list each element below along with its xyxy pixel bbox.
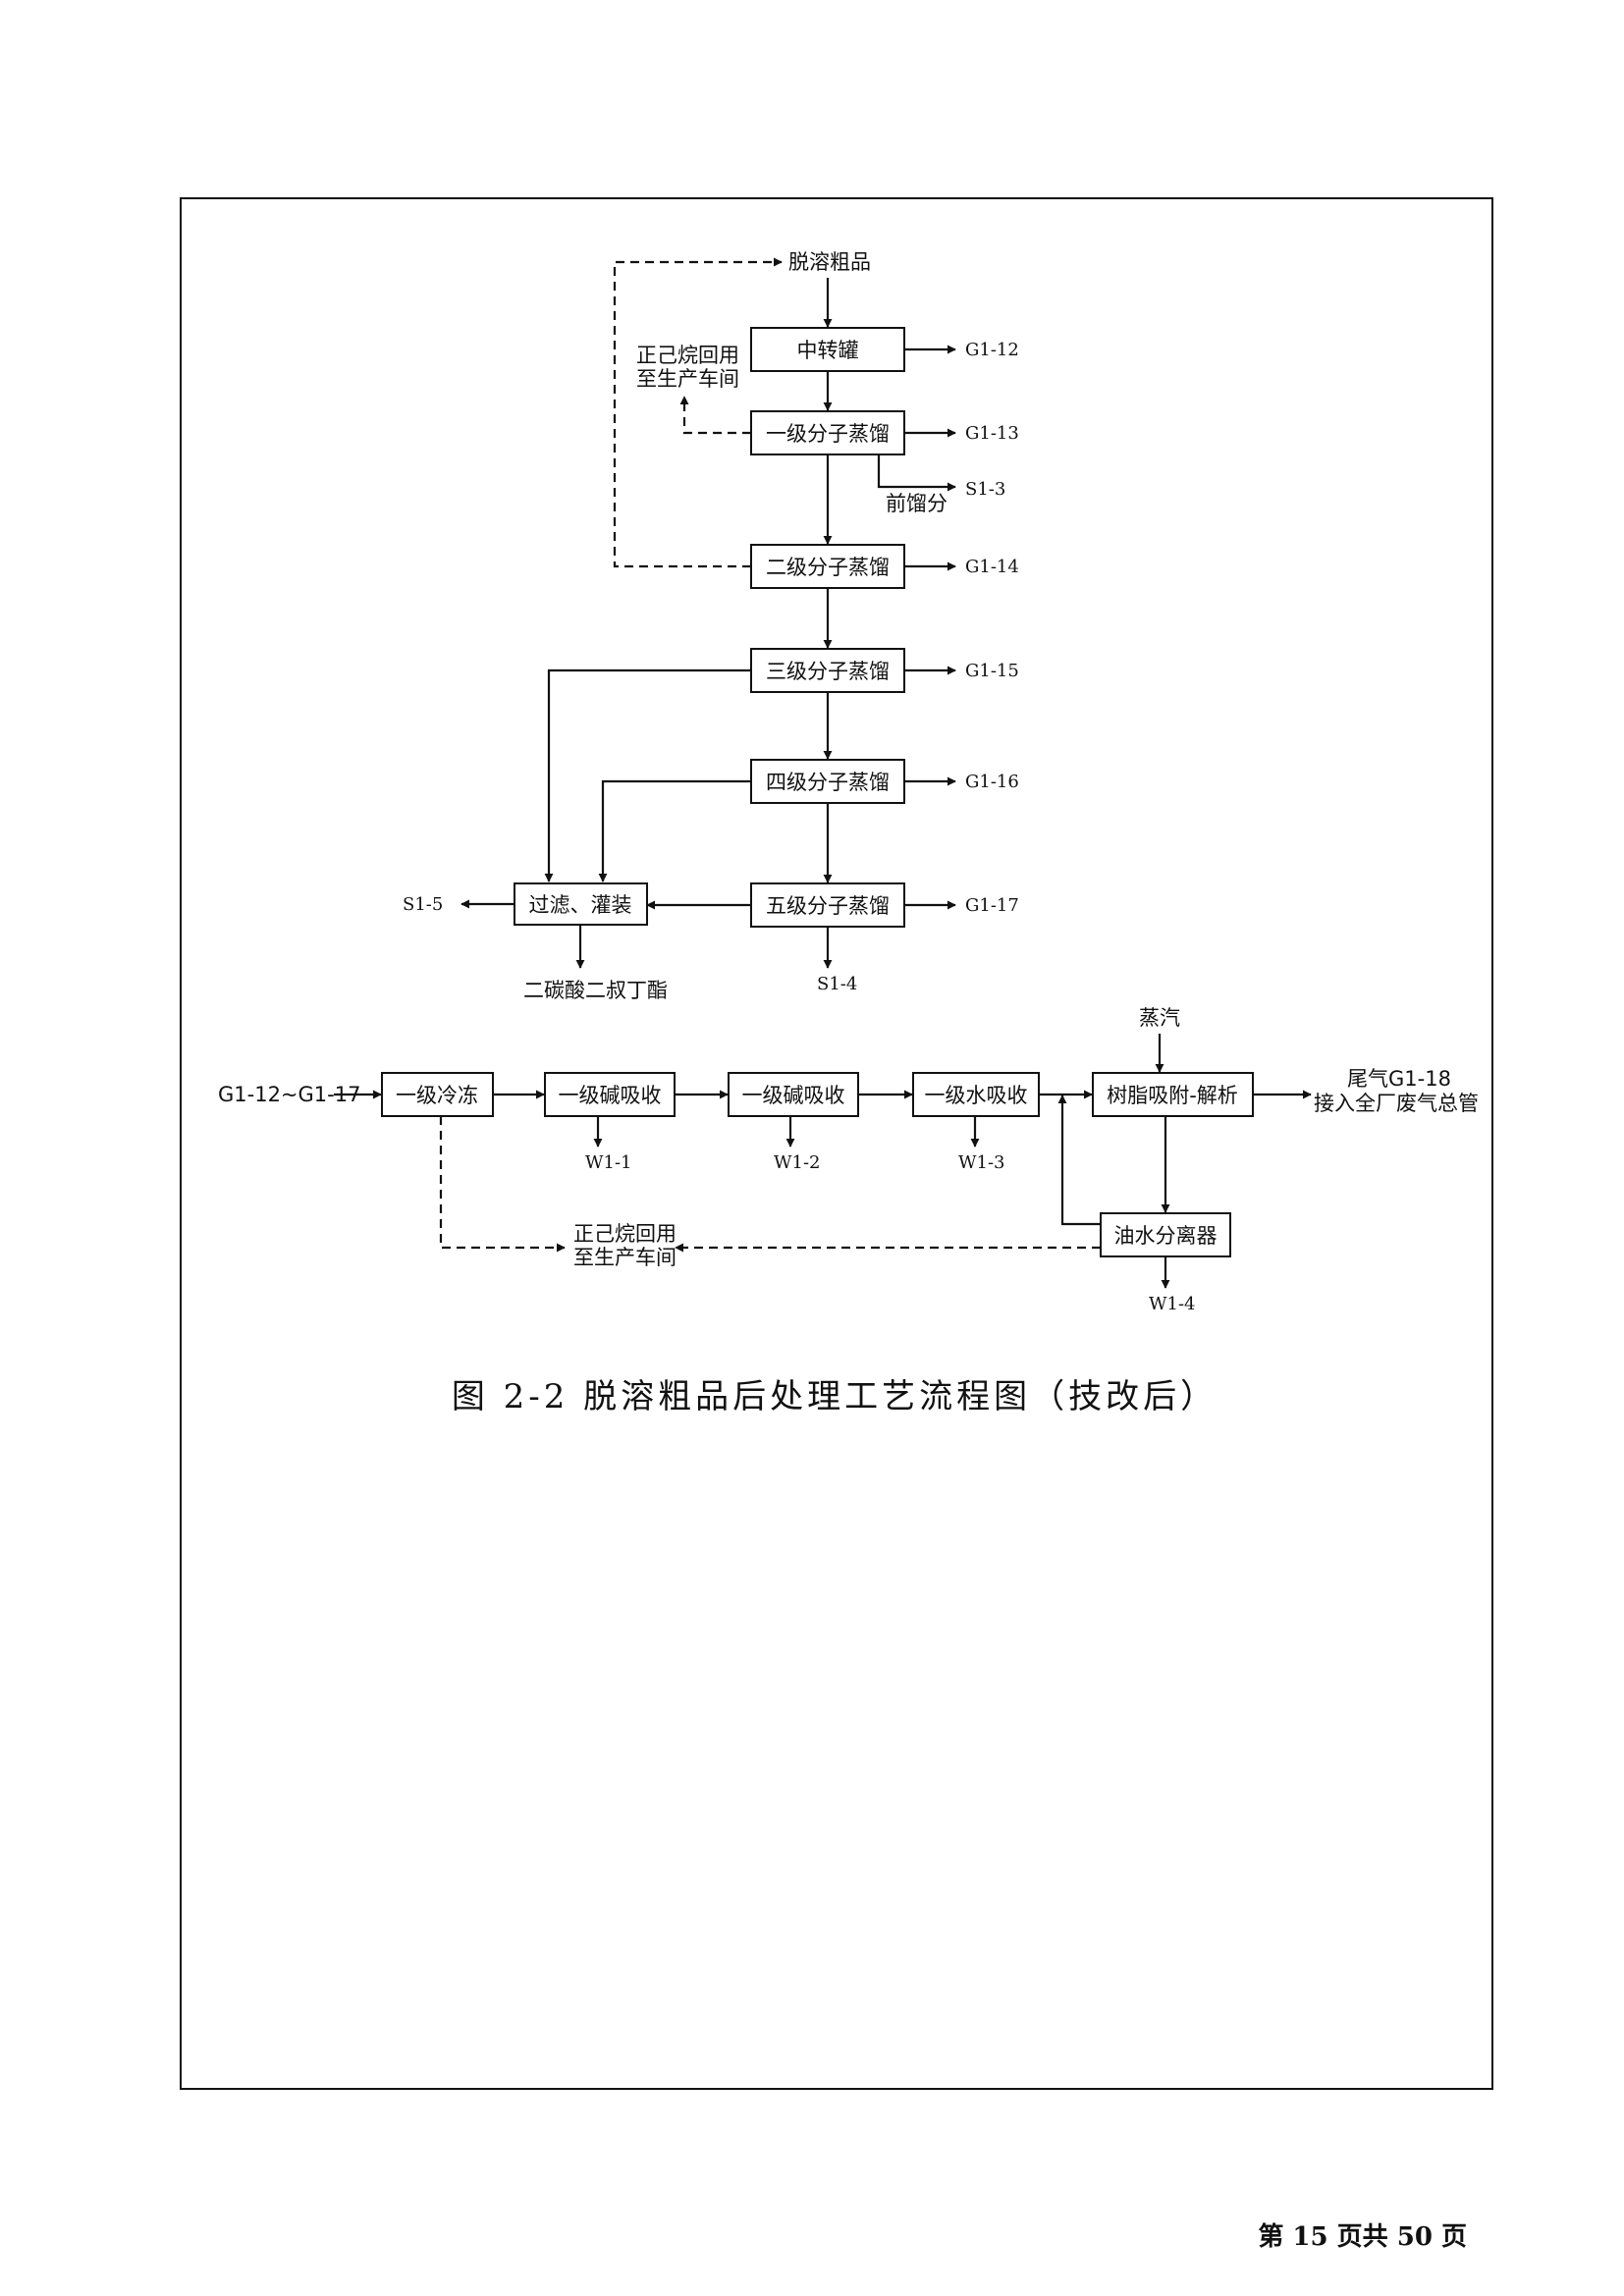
mol-distill-2-box — [750, 544, 905, 589]
hexane-recycle-bottom-line2: 至生产车间 — [573, 1246, 677, 1269]
mol-distill-1-box — [750, 410, 905, 455]
emission-w1-2: W1-2 — [774, 1152, 821, 1173]
page-frame — [180, 197, 1493, 2090]
hexane-recycle-top-line2: 至生产车间 — [636, 367, 739, 391]
page-number-prefix: 第 — [1258, 2222, 1284, 2252]
alkali-abs-1-label: 一级碱吸收 — [559, 1084, 662, 1107]
filter-fill-label: 过滤、灌装 — [529, 893, 632, 917]
steam-label: 蒸汽 — [1139, 1006, 1180, 1030]
emission-s1-4: S1-4 — [817, 974, 857, 994]
hexane-recycle-top-line1: 正己烷回用 — [636, 344, 739, 367]
page-number-suffix: 页 — [1440, 2222, 1467, 2252]
emission-w1-1: W1-1 — [585, 1152, 632, 1173]
dashed-arrow-hexane-recycle-top — [679, 396, 751, 435]
dashed-arrow-md2-recycle — [613, 257, 783, 568]
arrow-md4-to-filter — [598, 779, 751, 882]
oil-water-separator-box — [1100, 1212, 1231, 1257]
arrow-separator-to-resin — [1057, 1095, 1101, 1226]
tail-gas-line2: 接入全厂废气总管 — [1314, 1092, 1479, 1115]
emission-g1-16: G1-16 — [965, 772, 1019, 792]
emission-s1-5: S1-5 — [403, 894, 443, 915]
mol-distill-3-label: 三级分子蒸馏 — [766, 660, 890, 683]
dashed-arrow-freeze-hexane — [439, 1116, 566, 1253]
resin-label: 树脂吸附-解析 — [1107, 1084, 1238, 1107]
emission-w1-4: W1-4 — [1149, 1294, 1196, 1314]
tail-gas-line1: 尾气G1-18 — [1347, 1067, 1451, 1091]
product-label: 二碳酸二叔丁酯 — [523, 979, 668, 1002]
emission-g1-12: G1-12 — [965, 340, 1019, 360]
mol-distill-1-label: 一级分子蒸馏 — [766, 422, 890, 446]
freeze-1-label: 一级冷冻 — [396, 1084, 478, 1107]
mol-distill-4-label: 四级分子蒸馏 — [766, 771, 890, 794]
alkali-abs-1-box — [544, 1072, 676, 1117]
emission-g1-17: G1-17 — [965, 895, 1019, 916]
page-number-middle: 页共 — [1336, 2222, 1388, 2252]
alkali-abs-2-box — [728, 1072, 859, 1117]
mol-distill-2-label: 二级分子蒸馏 — [766, 556, 890, 579]
alkali-abs-2-label: 一级碱吸收 — [742, 1084, 845, 1107]
arrow-md3-to-filter — [544, 668, 751, 882]
emission-g1-15: G1-15 — [965, 661, 1019, 681]
freeze-1-box — [381, 1072, 494, 1117]
mol-distill-5-label: 五级分子蒸馏 — [766, 894, 890, 918]
page-number-total: 50 — [1396, 2222, 1433, 2252]
emission-g1-13: G1-13 — [965, 423, 1019, 444]
oil-water-separator-label: 油水分离器 — [1114, 1224, 1218, 1248]
page-number: 第 15 页共 50 页 — [1258, 2216, 1467, 2253]
crude-product-label: 脱溶粗品 — [788, 250, 871, 274]
figure-caption: 图 2-2 脱溶粗品后处理工艺流程图（技改后） — [451, 1377, 1218, 1416]
resin-box — [1092, 1072, 1254, 1117]
hexane-recycle-bottom-line1: 正己烷回用 — [573, 1222, 677, 1246]
page-number-current: 15 — [1292, 2222, 1328, 2252]
emission-w1-3: W1-3 — [958, 1152, 1005, 1173]
emission-s1-3: S1-3 — [965, 479, 1005, 500]
arrow-fore-fraction — [877, 454, 956, 492]
water-abs-1-label: 一级水吸收 — [925, 1084, 1028, 1107]
transfer-tank-label: 中转罐 — [797, 339, 859, 362]
fore-fraction-label: 前馏分 — [886, 492, 947, 515]
emission-g1-14: G1-14 — [965, 557, 1019, 577]
